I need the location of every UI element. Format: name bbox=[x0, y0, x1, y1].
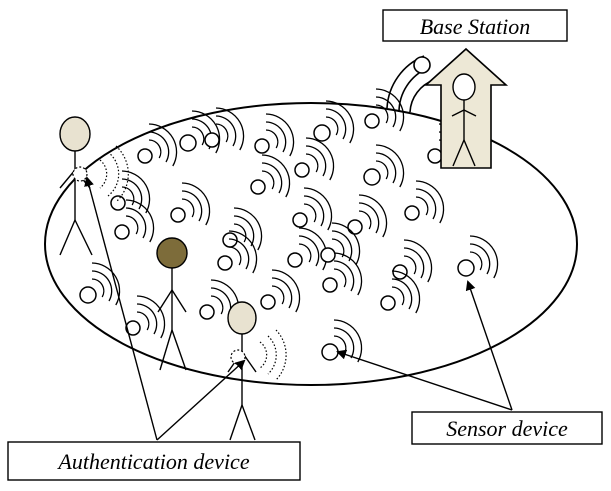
network-area-ellipse bbox=[44, 102, 578, 386]
sensor-node bbox=[457, 235, 499, 279]
authentication-device-label-box bbox=[7, 441, 301, 481]
signal-waves-icon bbox=[415, 180, 445, 224]
sensor-node bbox=[380, 270, 421, 314]
arrow-sensor-to-bottom-node bbox=[336, 349, 513, 411]
signal-waves-icon bbox=[303, 187, 333, 231]
sensor-node-icon bbox=[427, 148, 443, 164]
signal-waves-icon bbox=[125, 199, 155, 243]
signal-waves-icon bbox=[375, 144, 405, 188]
sensor-node-icon bbox=[170, 207, 186, 223]
sensor-node-icon bbox=[179, 134, 197, 152]
sensor-node bbox=[137, 123, 178, 167]
signal-waves-icon bbox=[233, 207, 263, 251]
authentication-device-callout: Authentication device bbox=[7, 441, 301, 481]
signal-waves-icon bbox=[358, 194, 388, 238]
sensor-node bbox=[294, 137, 335, 181]
signal-waves-icon bbox=[215, 107, 245, 151]
sensor-node bbox=[313, 100, 355, 144]
person-middle-icon bbox=[156, 237, 188, 371]
sensor-node-icon bbox=[347, 219, 363, 235]
sensor-node bbox=[392, 239, 433, 283]
base-station-arrow-icon bbox=[423, 47, 509, 169]
sensor-node-icon bbox=[287, 252, 303, 268]
sensor-node bbox=[114, 199, 155, 243]
sensor-node-icon bbox=[204, 132, 220, 148]
sensor-node bbox=[292, 187, 333, 231]
signal-waves-icon bbox=[271, 269, 301, 313]
sensor-node-icon bbox=[364, 113, 380, 129]
signal-waves-icon bbox=[403, 239, 433, 283]
base-station-person-icon bbox=[451, 73, 477, 167]
signal-waves-icon bbox=[325, 100, 355, 144]
signal-waves-icon bbox=[265, 113, 295, 157]
sensor-node-icon bbox=[199, 304, 215, 320]
sensor-node-icon bbox=[404, 205, 420, 221]
signal-waves-icon bbox=[469, 235, 499, 279]
sensor-node-icon bbox=[320, 247, 336, 263]
sensor-device-callout: Sensor device bbox=[411, 411, 603, 445]
sensor-device-label: Sensor device bbox=[446, 416, 568, 441]
signal-waves-icon bbox=[305, 137, 335, 181]
sensor-node bbox=[217, 230, 258, 274]
sensor-node-icon bbox=[294, 162, 310, 178]
signal-waves-icon bbox=[333, 252, 363, 296]
arrow-auth-to-bottom-device bbox=[156, 359, 246, 441]
person-bottom-icon bbox=[227, 301, 257, 441]
auth-device-bottom-icon bbox=[230, 329, 287, 381]
sensor-node bbox=[125, 295, 166, 339]
sensor-node-icon bbox=[125, 320, 141, 336]
sensor-node bbox=[204, 107, 245, 151]
base-station: Base Station bbox=[382, 9, 568, 169]
sensor-node bbox=[260, 269, 301, 313]
sensor-device-label-box bbox=[411, 411, 603, 445]
signal-waves-icon bbox=[121, 170, 151, 214]
signal-waves-icon bbox=[91, 262, 121, 306]
arrow-auth-to-left-device bbox=[84, 176, 158, 441]
sensor-node-icon bbox=[217, 255, 233, 271]
sensor-node-icon bbox=[322, 277, 338, 293]
sensor-node-icon bbox=[457, 259, 475, 277]
sensor-node-icon bbox=[114, 224, 130, 240]
callout-arrows bbox=[84, 176, 513, 441]
sensor-node-icon bbox=[313, 124, 331, 142]
sensor-node bbox=[170, 182, 211, 226]
sensor-node bbox=[404, 180, 445, 224]
sensor-node-icon bbox=[321, 343, 339, 361]
signal-waves-icon bbox=[181, 182, 211, 226]
signal-waves-icon bbox=[136, 295, 166, 339]
sensor-nodes bbox=[79, 88, 499, 363]
sensor-node-icon bbox=[260, 294, 276, 310]
sensor-node-icon bbox=[292, 212, 308, 228]
arrow-sensor-to-right-node bbox=[465, 280, 513, 411]
sensor-node-icon bbox=[254, 138, 270, 154]
sensor-node-icon bbox=[79, 286, 97, 304]
sensor-node-icon bbox=[137, 148, 153, 164]
sensor-node-icon bbox=[380, 295, 396, 311]
signal-waves-icon bbox=[148, 123, 178, 167]
base-station-label: Base Station bbox=[420, 14, 531, 39]
sensor-node-icon bbox=[363, 168, 381, 186]
signal-waves-icon bbox=[228, 230, 258, 274]
signal-waves-icon bbox=[298, 227, 328, 271]
sensor-node bbox=[254, 113, 295, 157]
sensor-node bbox=[321, 319, 363, 363]
sensor-node-icon bbox=[110, 195, 126, 211]
sensor-node bbox=[322, 252, 363, 296]
signal-waves-icon bbox=[261, 154, 291, 198]
signal-waves-icon bbox=[391, 270, 421, 314]
sensor-node bbox=[347, 194, 388, 238]
sensor-node bbox=[179, 110, 221, 154]
base-station-label-box bbox=[382, 9, 568, 42]
sensor-node bbox=[79, 262, 121, 306]
sensor-node bbox=[363, 144, 405, 188]
sensor-node bbox=[320, 222, 361, 266]
auth-device-left-icon bbox=[72, 145, 129, 203]
sensor-node-icon bbox=[250, 179, 266, 195]
sensor-node bbox=[287, 227, 328, 271]
sensor-node bbox=[250, 154, 291, 198]
authentication-device-label: Authentication device bbox=[56, 449, 249, 474]
person-left-icon bbox=[59, 116, 93, 256]
